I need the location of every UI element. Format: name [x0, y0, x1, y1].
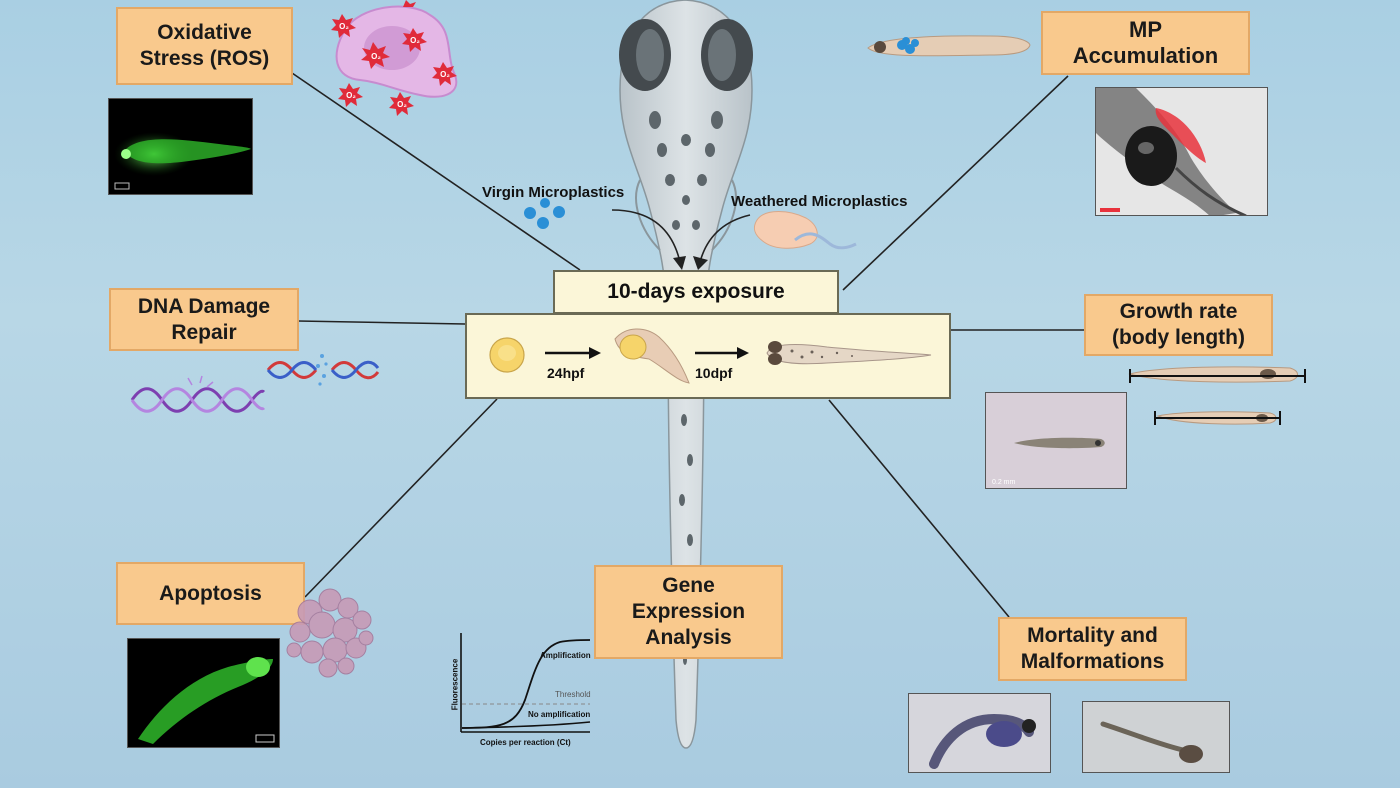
- line-dna: [297, 320, 466, 325]
- ros-symbol: O₂: [397, 100, 407, 109]
- weathered-microplastics-label: Weathered Microplastics: [731, 193, 908, 210]
- green-fluorescent-larva-icon: [114, 132, 251, 190]
- growth-micrograph: 0.2 mm: [985, 392, 1127, 489]
- label-apoptosis: Apoptosis: [116, 562, 305, 625]
- line-mortality: [828, 399, 1010, 618]
- growth-scale-label: 0.2 mm: [992, 479, 1016, 486]
- label-growth-rate: Growth rate (body length): [1084, 294, 1273, 356]
- qpcr-label-no-amplification: No amplification: [528, 710, 591, 719]
- label-mp-accumulation: MP Accumulation: [1041, 11, 1250, 75]
- qpcr-ylabel: Fluorescence: [450, 658, 460, 711]
- line-apoptosis: [304, 398, 498, 598]
- stage-label-24hpf: 24hpf: [547, 365, 585, 381]
- ros-symbol: O₂: [346, 91, 356, 100]
- label-dna-damage-repair: DNA Damage Repair: [109, 288, 299, 351]
- green-fluorescent-larva-icon: [138, 657, 275, 744]
- stage-label-10dpf: 10dpf: [695, 365, 733, 381]
- exposure-timeline-panel: 24hpf 10dpf: [465, 313, 951, 399]
- qpcr-label-threshold: Threshold: [555, 690, 591, 699]
- mortality-micrograph-1: [908, 693, 1051, 773]
- larva-10dpf-icon: [766, 344, 932, 365]
- label-gene-expression: Gene Expression Analysis: [594, 565, 783, 659]
- line-mp: [842, 75, 1069, 291]
- qpcr-label-amplification: Amplification: [540, 651, 591, 660]
- mortality-micrograph-2: [1082, 701, 1230, 773]
- larva-length-icon: 0.2 mm: [992, 437, 1105, 486]
- ros-fluorescence-micrograph: [108, 98, 253, 195]
- larva-head-red-mp-icon: [1096, 88, 1247, 215]
- label-oxidative-stress: Oxidative Stress (ROS): [116, 7, 293, 85]
- ros-symbol: O₂: [440, 70, 450, 79]
- qpcr-xlabel: Copies per reaction (Ct): [480, 738, 571, 747]
- apoptosis-micrograph: [127, 638, 280, 748]
- line-oxidative: [291, 72, 581, 271]
- ros-symbol: O₂: [339, 22, 349, 31]
- dead-larva-icon: [1100, 721, 1203, 763]
- exposure-title: 10-days exposure: [553, 270, 839, 314]
- ros-symbol: O₂: [410, 36, 420, 45]
- malformed-larva-icon: [929, 713, 1036, 769]
- ros-symbol: O₂: [371, 52, 381, 61]
- development-stages-icon: [489, 328, 932, 384]
- mp-accumulation-micrograph: [1095, 87, 1268, 216]
- virgin-microplastics-label: Virgin Microplastics: [482, 184, 625, 201]
- label-mortality-malformations: Mortality and Malformations: [998, 617, 1187, 681]
